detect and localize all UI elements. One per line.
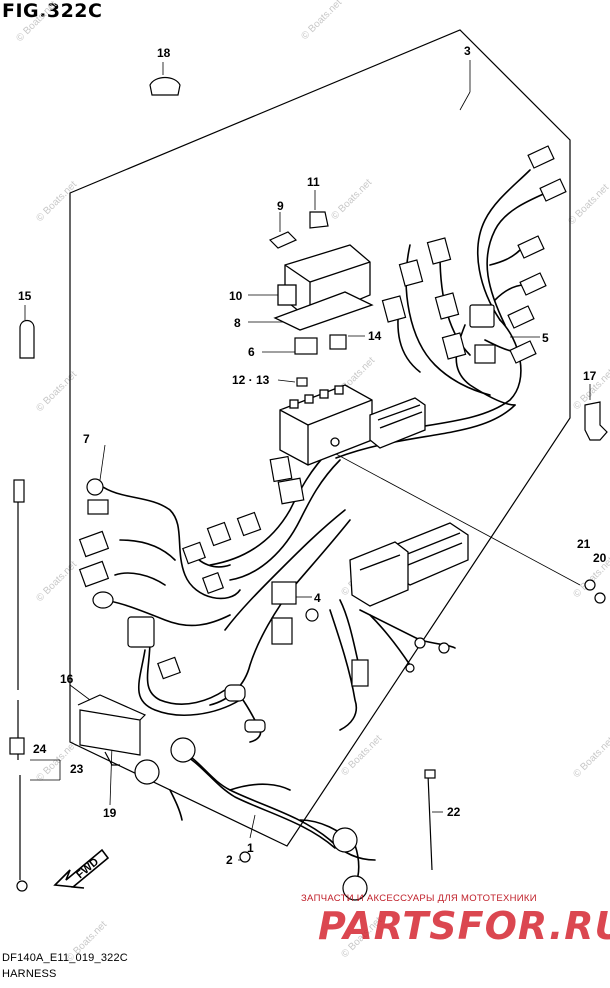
fuse-box	[273, 244, 374, 331]
callout-21: 21	[577, 537, 591, 551]
callout-6: 6	[248, 345, 255, 359]
callout-3: 3	[464, 44, 471, 58]
callout-20: 20	[593, 551, 607, 565]
watermark: © Boats.net	[34, 559, 79, 604]
callout-12-13: 12 · 13	[232, 373, 270, 387]
watermark: © Boats.net	[299, 0, 344, 42]
callout-8: 8	[234, 316, 241, 330]
watermark: © Boats.net	[34, 179, 79, 224]
callout-5: 5	[542, 331, 549, 345]
callout-10: 10	[229, 289, 243, 303]
callout-9: 9	[277, 199, 284, 213]
assembly-boundary	[69, 29, 571, 847]
dealer-logo: PARTSFOR.RU	[318, 904, 610, 948]
figure-title: FIG.322C	[2, 0, 103, 22]
callout-23: 23	[70, 762, 84, 776]
callout-22: 22	[447, 805, 461, 819]
dealer-tagline: ЗАПЧАСТИ И АКСЕССУАРЫ ДЛЯ МОТОТЕХНИКИ	[301, 893, 537, 904]
callout-24: 24	[33, 742, 47, 756]
connectors	[19, 76, 608, 863]
watermark: © Boats.net	[14, 0, 59, 44]
fwd-arrow: FWD	[53, 848, 110, 889]
callout-7: 7	[83, 432, 90, 446]
callout-16: 16	[60, 672, 74, 686]
ring-terminals	[305, 608, 319, 622]
fuse-holder	[279, 384, 373, 466]
callout-11: 11	[307, 175, 320, 189]
watermark: © Boats.net	[571, 735, 610, 780]
ecu-connectors	[349, 522, 469, 607]
section-name: HARNESS	[2, 968, 57, 980]
fuse-connector-block	[369, 397, 426, 449]
callout-14: 14	[368, 329, 382, 343]
callout-17: 17	[583, 369, 597, 383]
callout-19: 19	[103, 806, 117, 820]
callout-4: 4	[314, 591, 321, 605]
watermark: © Boats.net	[566, 182, 610, 227]
callout-2: 2	[226, 853, 233, 867]
side-cables	[9, 479, 450, 901]
watermark: © Boats.net	[329, 177, 374, 222]
model-code: DF140A_E11_019_322C	[2, 952, 128, 964]
callout-15: 15	[18, 289, 32, 303]
callout-18: 18	[157, 46, 171, 60]
callouts: 3 18 11 9 10 15 8 14 5 6 12 · 13 17 7 21…	[18, 44, 607, 867]
callout-1: 1	[247, 841, 254, 855]
watermark: © Boats.net	[34, 369, 79, 414]
